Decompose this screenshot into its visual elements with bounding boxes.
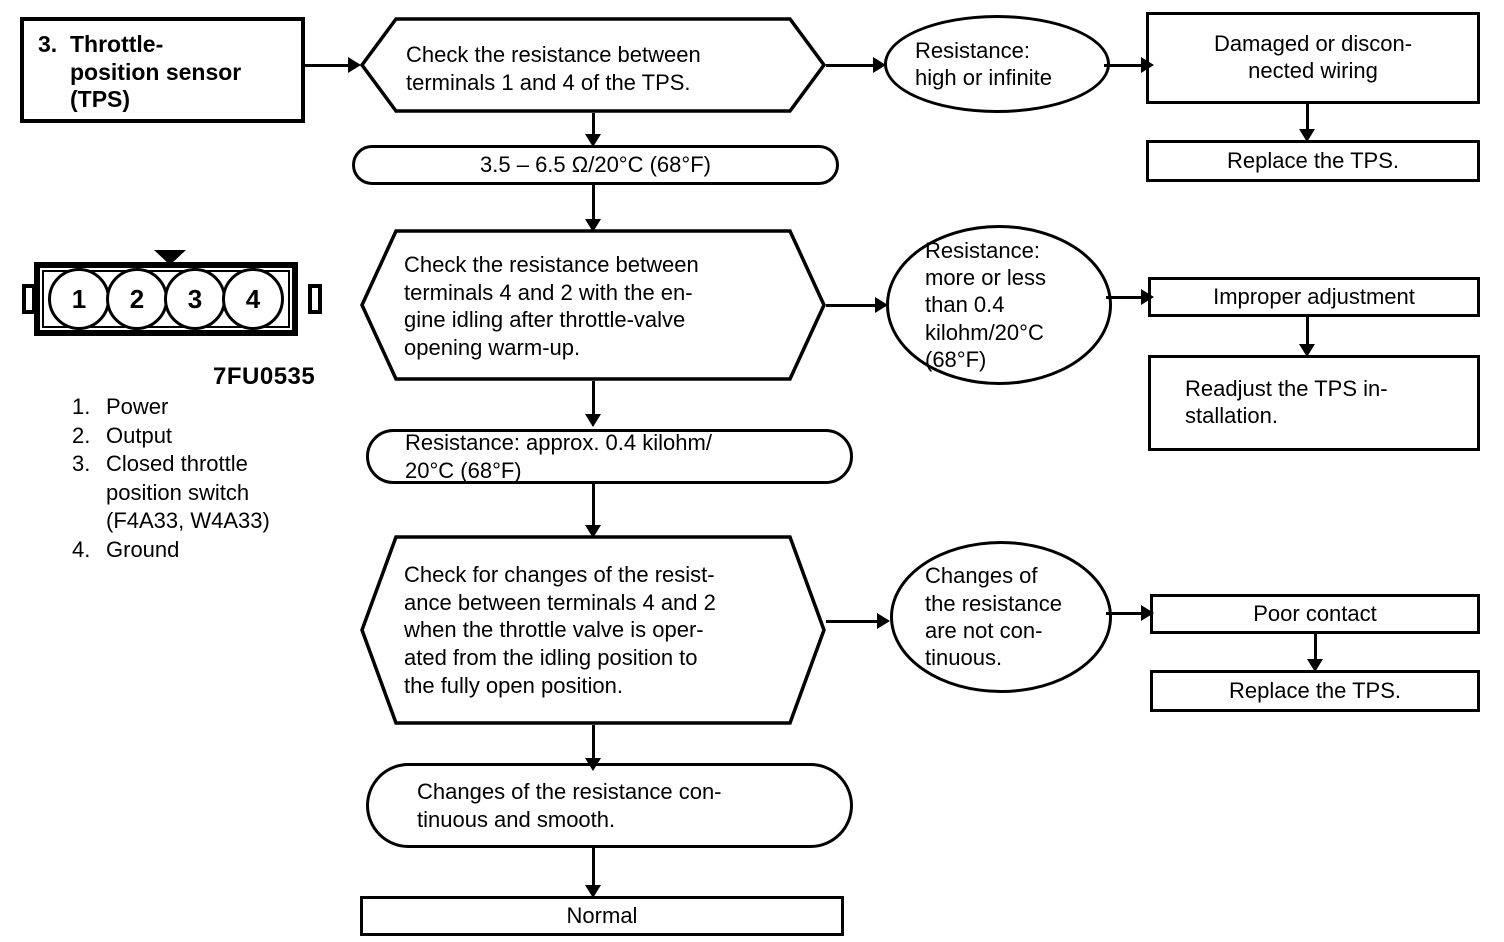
action-box-2: Readjust the TPS in- stallation. bbox=[1148, 355, 1480, 451]
spec-capsule-1: 3.5 – 6.5 Ω/20°C (68°F) bbox=[352, 145, 839, 185]
connector-pin-4: 4 bbox=[222, 268, 284, 330]
connector-inner-frame bbox=[42, 270, 290, 328]
arrow-cause1-to-action1 bbox=[1297, 104, 1317, 142]
check-step-3-text: Check for changes of the resist- ance be… bbox=[404, 562, 716, 698]
arrow-check2-to-spec2 bbox=[583, 381, 603, 427]
section-title-box: 3. Throttle- position sensor (TPS) bbox=[20, 17, 305, 123]
arrow-check2-to-fail2 bbox=[826, 296, 888, 314]
cause-box-1-text: Damaged or discon- nected wiring bbox=[1213, 31, 1413, 83]
legend-item-number: 1. bbox=[72, 394, 91, 419]
legend-item-label: Ground bbox=[106, 536, 180, 562]
check-step-3-hexagon: Check for changes of the resist- ance be… bbox=[360, 535, 826, 725]
connector-pin-1: 1 bbox=[48, 268, 110, 330]
spec-capsule-2-text: Resistance: approx. 0.4 kilohm/ 20°C (68… bbox=[405, 430, 712, 483]
spec-capsule-3: Changes of the resistance con- tinuous a… bbox=[366, 763, 853, 848]
result-box-text: Normal bbox=[566, 902, 638, 928]
connector-tab-right bbox=[308, 284, 322, 314]
arrow-check1-to-fail1 bbox=[826, 56, 886, 74]
cause-box-3-text: Poor contact bbox=[1253, 600, 1377, 626]
action-box-1: Replace the TPS. bbox=[1146, 140, 1480, 182]
arrow-check3-to-fail3 bbox=[826, 612, 890, 630]
section-number: 3. bbox=[38, 31, 58, 57]
arrow-spec2-to-check3 bbox=[583, 484, 603, 538]
legend-item: 4. Ground bbox=[72, 536, 332, 565]
spec-capsule-2: Resistance: approx. 0.4 kilohm/ 20°C (68… bbox=[366, 429, 853, 484]
tps-connector-illustration: 1 2 3 4 bbox=[22, 250, 322, 360]
action-box-3: Replace the TPS. bbox=[1150, 670, 1480, 712]
check-step-1-text: Check the resistance between terminals 1… bbox=[406, 42, 701, 95]
cause-box-1: Damaged or discon- nected wiring bbox=[1146, 12, 1480, 104]
action-box-2-text: Readjust the TPS in- stallation. bbox=[1185, 376, 1388, 428]
fail-condition-2-ellipse: Resistance: more or less than 0.4 kilohm… bbox=[886, 225, 1112, 385]
fail-condition-1-ellipse: Resistance: high or infinite bbox=[884, 15, 1110, 113]
connector-keyway-triangle-icon bbox=[154, 250, 186, 265]
connector-part-number: 7FU0535 bbox=[213, 363, 316, 390]
legend-item-label: Power bbox=[106, 394, 169, 419]
fail-condition-3-ellipse: Changes of the resistance are not con- t… bbox=[890, 541, 1112, 693]
arrow-cause2-to-action2 bbox=[1297, 317, 1317, 357]
result-box-normal: Normal bbox=[360, 896, 844, 936]
arrow-title-to-check1 bbox=[305, 56, 361, 74]
legend-item-number: 3. bbox=[72, 451, 91, 477]
cause-box-2-text: Improper adjustment bbox=[1213, 283, 1415, 309]
arrow-spec3-to-result bbox=[583, 848, 603, 898]
arrow-cause3-to-action3 bbox=[1305, 634, 1325, 672]
legend-item: 2. Output bbox=[72, 422, 332, 451]
legend-item: 1. Power bbox=[72, 393, 332, 422]
legend-item-number: 2. bbox=[72, 422, 91, 448]
cause-box-3: Poor contact bbox=[1150, 594, 1480, 634]
connector-pin-3: 3 bbox=[164, 268, 226, 330]
connector-pin-legend: 1. Power 2. Output 3. Closed throttle po… bbox=[72, 393, 332, 565]
arrow-fail2-to-cause2 bbox=[1106, 288, 1154, 306]
connector-tab-left bbox=[22, 284, 36, 314]
action-box-3-text: Replace the TPS. bbox=[1228, 677, 1402, 703]
check-step-2-hexagon: Check the resistance between terminals 4… bbox=[360, 229, 826, 381]
arrow-check1-to-spec1 bbox=[583, 113, 603, 147]
legend-item-label: Closed throttle position switch (F4A33, … bbox=[106, 451, 270, 534]
fail-condition-3-text: Changes of the resistance are not con- t… bbox=[925, 563, 1062, 671]
connector-pin-2: 2 bbox=[106, 268, 168, 330]
check-step-2-text: Check the resistance between terminals 4… bbox=[404, 252, 699, 361]
section-title-text: Throttle- position sensor (TPS) bbox=[70, 31, 242, 113]
check-step-1-hexagon: Check the resistance between terminals 1… bbox=[360, 17, 826, 113]
spec-capsule-3-text: Changes of the resistance con- tinuous a… bbox=[417, 779, 722, 832]
cause-box-2: Improper adjustment bbox=[1148, 277, 1480, 317]
fail-condition-1-text: Resistance: high or infinite bbox=[915, 37, 1052, 90]
legend-item-number: 4. bbox=[72, 536, 91, 562]
action-box-1-text: Replace the TPS. bbox=[1226, 147, 1400, 173]
arrow-spec1-to-check2 bbox=[583, 185, 603, 232]
legend-item: 3. Closed throttle position switch (F4A3… bbox=[72, 450, 332, 536]
legend-item-label: Output bbox=[106, 422, 173, 448]
arrow-fail3-to-cause3 bbox=[1106, 604, 1154, 622]
spec-capsule-1-text: 3.5 – 6.5 Ω/20°C (68°F) bbox=[480, 152, 711, 178]
fail-condition-2-text: Resistance: more or less than 0.4 kilohm… bbox=[925, 237, 1047, 372]
